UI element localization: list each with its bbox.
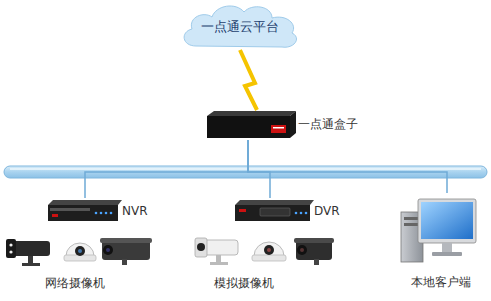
network-link [248, 140, 270, 198]
client-pc [401, 199, 476, 262]
nvr-node: NVR [46, 198, 152, 224]
dvr-node: DVR [233, 198, 344, 224]
cloud-node: 一点通云平台 [178, 2, 302, 52]
bus-highlight [10, 168, 481, 170]
node-label: NVR [122, 204, 148, 218]
node-label: 本地客户端 [395, 275, 487, 289]
node-label: DVR [314, 204, 340, 218]
analog-cameras [195, 238, 334, 265]
node-label: 一点通盒子 [298, 117, 358, 131]
wireless-link [240, 50, 257, 110]
node-label: 一点通云平台 [201, 19, 279, 35]
gateway-box [207, 111, 296, 138]
dvr-device [235, 200, 314, 221]
group-label: 网络摄像机 [45, 276, 105, 290]
client-node: 本地客户端 [395, 193, 487, 293]
gateway-node: 一点通盒子 [205, 108, 362, 140]
network-link [85, 140, 248, 198]
group-label: 模拟摄像机 [214, 276, 274, 290]
nvr-device [48, 200, 122, 221]
network-link [248, 140, 447, 193]
network-cameras [6, 238, 152, 266]
